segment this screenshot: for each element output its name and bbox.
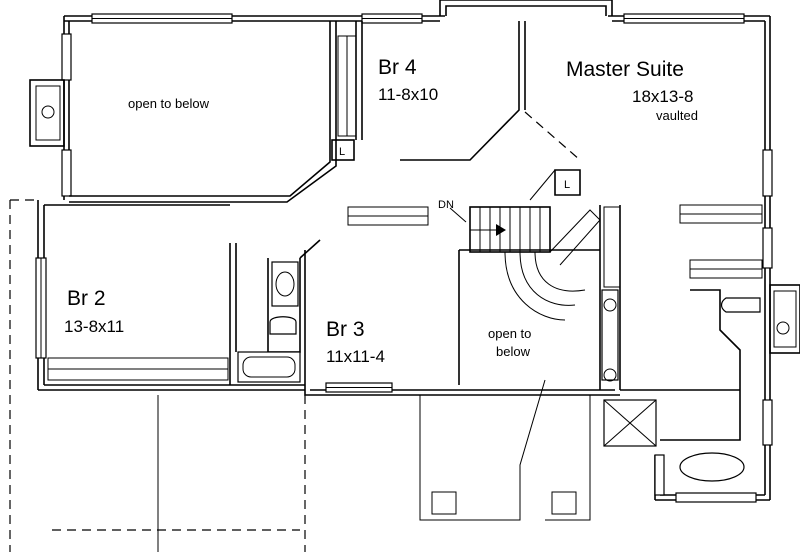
open-to-below-label: open to below [128,96,210,111]
side-boxes [29,79,800,354]
bath-fixtures [237,261,761,482]
stair-open-to-label: open to [488,326,531,341]
bay-projection [439,0,613,16]
closets [47,35,763,381]
linen-closets [331,139,581,201]
master-suite-dims: 18x13-8 [632,87,693,106]
stair-below-label: below [496,344,531,359]
br2-dims: 13-8x11 [64,317,124,336]
master-suite-name: Master Suite [566,58,684,81]
interior-walls [44,21,741,441]
br3-dims: 11x11-4 [326,347,385,366]
staircase [449,206,601,321]
linen-br4-label: L [339,146,345,158]
br2-name: Br 2 [67,287,106,310]
br4-dims: 11-8x10 [378,85,438,104]
br4-name: Br 4 [378,56,417,79]
stair-down-label: DN [438,199,454,211]
lower-level-outline [9,199,591,552]
windows [35,13,773,503]
master-suite-vaulted: vaulted [656,108,698,123]
br3-name: Br 3 [326,318,365,341]
linen-stair-label: L [564,179,570,191]
